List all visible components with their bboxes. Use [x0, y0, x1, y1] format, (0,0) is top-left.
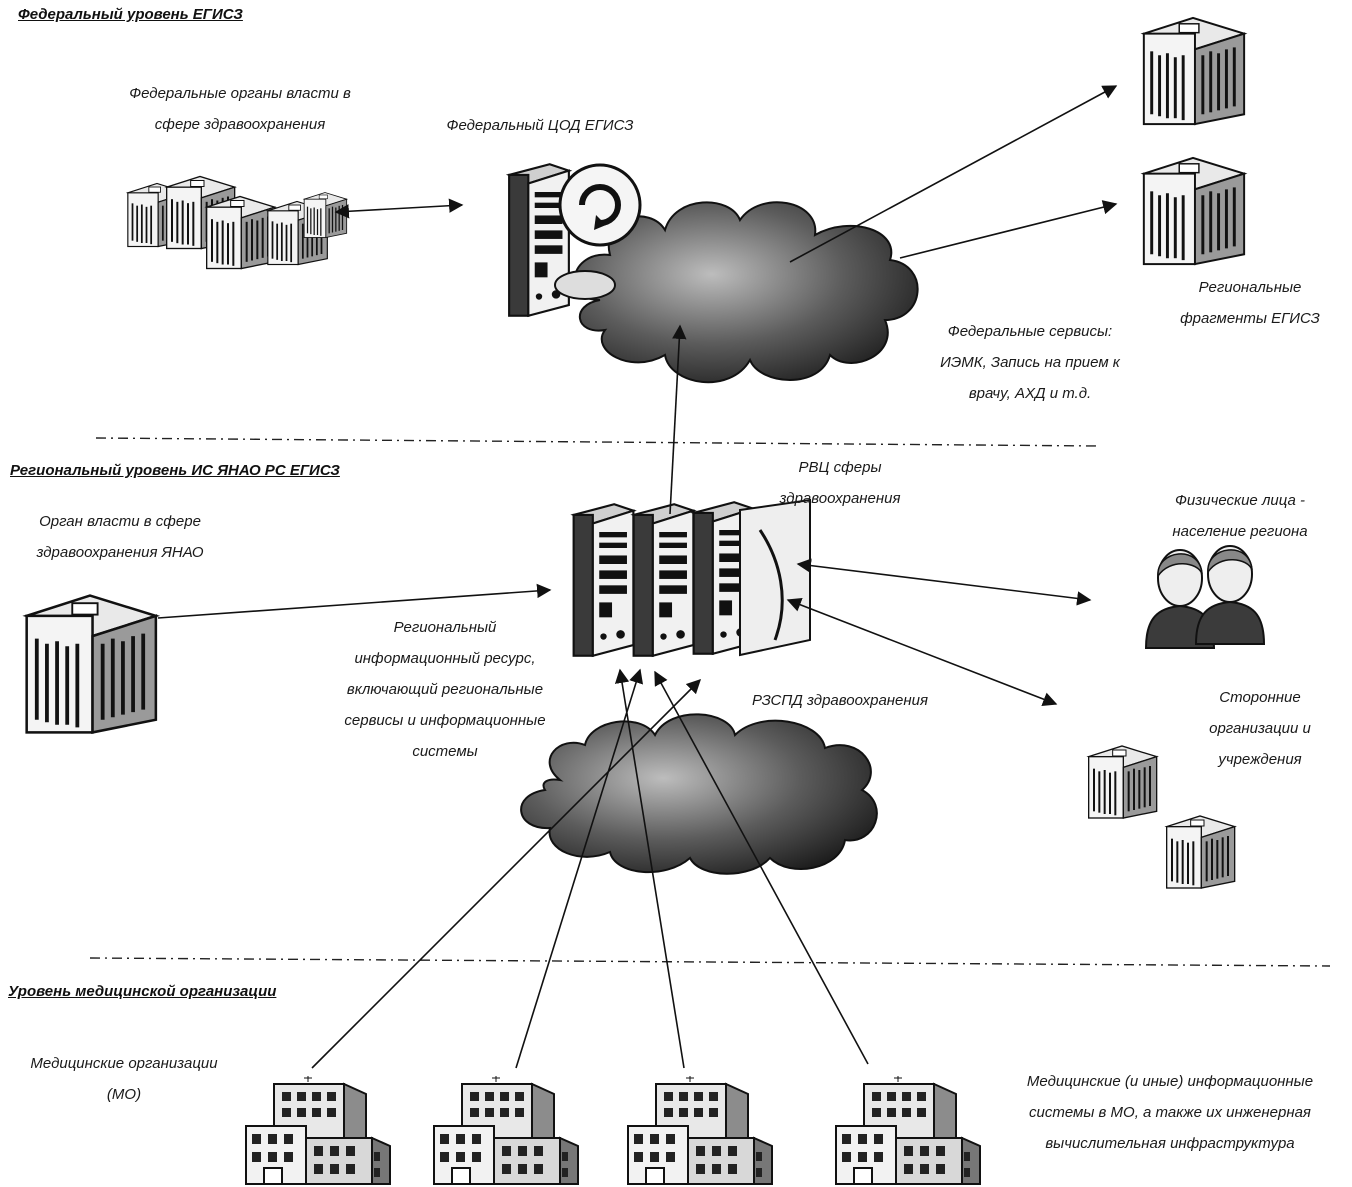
third-party-building-1: [1087, 744, 1159, 820]
arrow-cloud-fragment-2: [899, 200, 1118, 259]
federal-level-heading: Федеральный уровень ЕГИСЗ: [18, 6, 243, 23]
arrow-cloud-fragment-1: [789, 85, 1118, 263]
separator-federal-regional: [95, 437, 1101, 447]
federal-services-label: Федеральные сервисы:ИЭМК, Запись на прие…: [940, 323, 1120, 402]
hospital-building-2: [433, 1076, 579, 1185]
medical-orgs-label: Медицинские организации(МО): [30, 1055, 218, 1103]
federal-dc-label: Федеральный ЦОД ЕГИСЗ: [446, 117, 634, 134]
regional-network-cloud: [520, 713, 878, 875]
arrow-authority-rvc: [157, 583, 552, 619]
federal-authorities-buildings: [126, 175, 349, 269]
individuals-label: Физические лица -население региона: [1172, 492, 1308, 540]
arrow-fed-authorities-dc: [334, 198, 464, 219]
arrow-rvc-federal: [669, 324, 687, 515]
regional-level-heading: Региональный уровень ИС ЯНАО РС ЕГИСЗ: [10, 462, 340, 479]
hospital-building-1: [245, 1076, 391, 1185]
hospital-building-3: [627, 1076, 773, 1185]
separator-regional-medical: [89, 957, 1331, 967]
arrow-mo1-rvc: [311, 678, 702, 1069]
arrow-mo2-rvc: [515, 668, 644, 1069]
arrow-mo3-rvc: [614, 668, 685, 1069]
network-label: РЗСПД здравоохранения: [751, 692, 928, 709]
medical-level-heading: Уровень медицинской организации: [8, 983, 277, 1000]
individuals-icon: [1145, 544, 1266, 649]
rvc-server-cluster: [572, 498, 811, 657]
hospital-building-4: [835, 1076, 981, 1185]
federal-dc-server: [507, 162, 642, 318]
regional-authority-building: [24, 593, 158, 735]
regional-fragment-building-2: [1142, 156, 1246, 266]
arrow-rvc-individuals: [796, 558, 1092, 606]
arrow-mo4-rvc: [654, 670, 869, 1065]
third-party-building-2: [1165, 814, 1237, 890]
federal-cloud: [573, 201, 919, 384]
regional-fragment-building-1: [1142, 16, 1246, 126]
arrow-rvc-third-party: [786, 597, 1058, 707]
